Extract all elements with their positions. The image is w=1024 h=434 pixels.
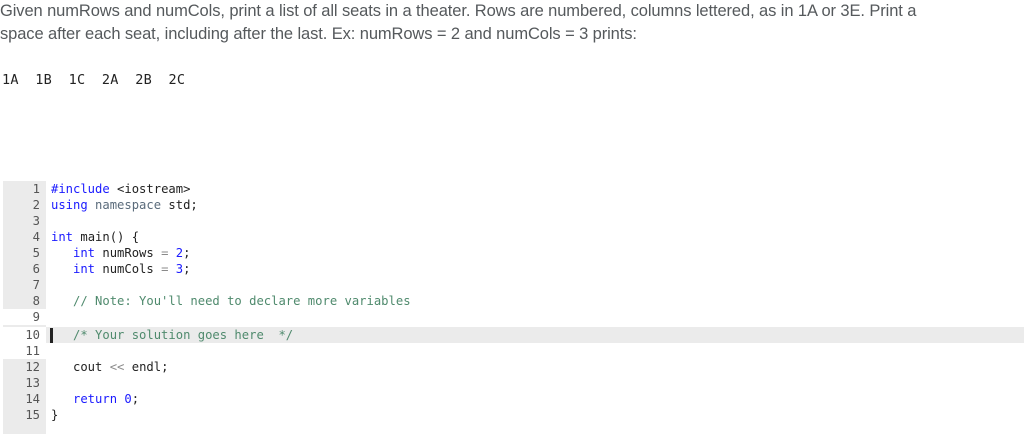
- code-line[interactable]: 11: [3, 343, 1024, 359]
- code-text: }: [51, 407, 58, 423]
- code-token-kw: int: [51, 246, 96, 260]
- code-text: // Note: You'll need to declare more var…: [51, 293, 411, 309]
- code-token-plain: numCols: [95, 262, 162, 276]
- problem-statement: Given numRows and numCols, print a list …: [0, 0, 1020, 46]
- line-number: 12: [25, 360, 40, 374]
- code-token-plain: }: [51, 408, 59, 422]
- code-token-plain: numRows: [95, 246, 162, 260]
- line-number: 7: [32, 278, 40, 292]
- line-number: 2: [32, 198, 40, 212]
- line-number: 4: [32, 230, 40, 244]
- code-line[interactable]: 5 int numRows = 2;: [3, 245, 1024, 261]
- example-output: 1A 1B 1C 2A 2B 2C: [2, 72, 186, 88]
- code-token-cmt: /* Your solution goes here */: [51, 328, 294, 342]
- code-line[interactable]: 13: [3, 375, 1024, 391]
- code-text: return 0;: [51, 391, 139, 407]
- code-token-ns: namespace: [87, 198, 162, 212]
- code-text: cout << endl;: [51, 359, 168, 375]
- code-token-op: <<: [109, 360, 125, 374]
- line-number-gutter: [3, 181, 46, 434]
- code-text: int numRows = 2;: [51, 245, 190, 261]
- code-token-plain: endl;: [124, 360, 169, 374]
- code-token-kw: int: [51, 262, 96, 276]
- line-number: 13: [25, 376, 40, 390]
- line-number: 9: [3, 309, 46, 325]
- code-token-numlit: 0: [117, 392, 132, 406]
- code-token-cmt: // Note: You'll need to declare more var…: [51, 294, 411, 308]
- code-line[interactable]: 9: [3, 309, 1024, 325]
- code-token-plain: ;: [183, 246, 191, 260]
- problem-text-line-2: space after each seat, including after t…: [0, 25, 637, 43]
- code-line[interactable]: 6 int numCols = 3;: [3, 261, 1024, 277]
- problem-text-line-1: Given numRows and numCols, print a list …: [0, 2, 917, 20]
- code-line[interactable]: 15}: [3, 407, 1024, 423]
- line-number: 1: [32, 182, 40, 196]
- line-number: 15: [25, 408, 40, 422]
- code-token-plain: std;: [161, 198, 198, 212]
- line-number: 8: [32, 294, 40, 308]
- code-line[interactable]: 10 /* Your solution goes here */: [3, 327, 1024, 343]
- code-line[interactable]: 2 using namespace std;: [3, 197, 1024, 213]
- code-token-kw: #include: [51, 182, 110, 196]
- code-token-plain: ;: [183, 262, 191, 276]
- code-token-op: =: [161, 262, 169, 276]
- code-text: using namespace std;: [51, 197, 198, 213]
- code-token-op: =: [161, 246, 169, 260]
- code-text: #include <iostream>: [51, 181, 190, 197]
- text-cursor: [50, 328, 53, 343]
- line-number: 6: [32, 262, 40, 276]
- code-line[interactable]: 8 // Note: You'll need to declare more v…: [3, 293, 1024, 309]
- code-token-numlit: 3: [168, 262, 184, 276]
- code-token-plain: ;: [131, 392, 140, 406]
- line-number: 3: [32, 214, 40, 228]
- code-token-kw: int: [51, 230, 74, 244]
- code-token-kw: return: [51, 392, 118, 406]
- code-text: int main() {: [51, 229, 139, 245]
- code-line[interactable]: 7: [3, 277, 1024, 293]
- line-number: 11: [3, 343, 46, 359]
- line-number: 14: [25, 392, 40, 406]
- line-number: 5: [32, 246, 40, 260]
- code-text: int numCols = 3;: [51, 261, 190, 277]
- code-token-plain: <iostream>: [109, 182, 191, 196]
- line-number: 10: [3, 327, 46, 343]
- code-token-plain: main() {: [73, 230, 140, 244]
- code-token-numlit: 2: [168, 246, 184, 260]
- code-line[interactable]: 12 cout << endl;: [3, 359, 1024, 375]
- code-token-plain: cout: [51, 360, 110, 374]
- code-editor[interactable]: 1 #include <iostream> 2 using namespace std…: [3, 181, 1024, 434]
- code-line[interactable]: 1 #include <iostream>: [3, 181, 1024, 197]
- code-line[interactable]: 3: [3, 213, 1024, 229]
- code-line[interactable]: 4 int main() {: [3, 229, 1024, 245]
- code-token-kw: using: [51, 198, 88, 212]
- code-line[interactable]: 14 return 0;: [3, 391, 1024, 407]
- code-text: /* Your solution goes here */: [51, 327, 293, 343]
